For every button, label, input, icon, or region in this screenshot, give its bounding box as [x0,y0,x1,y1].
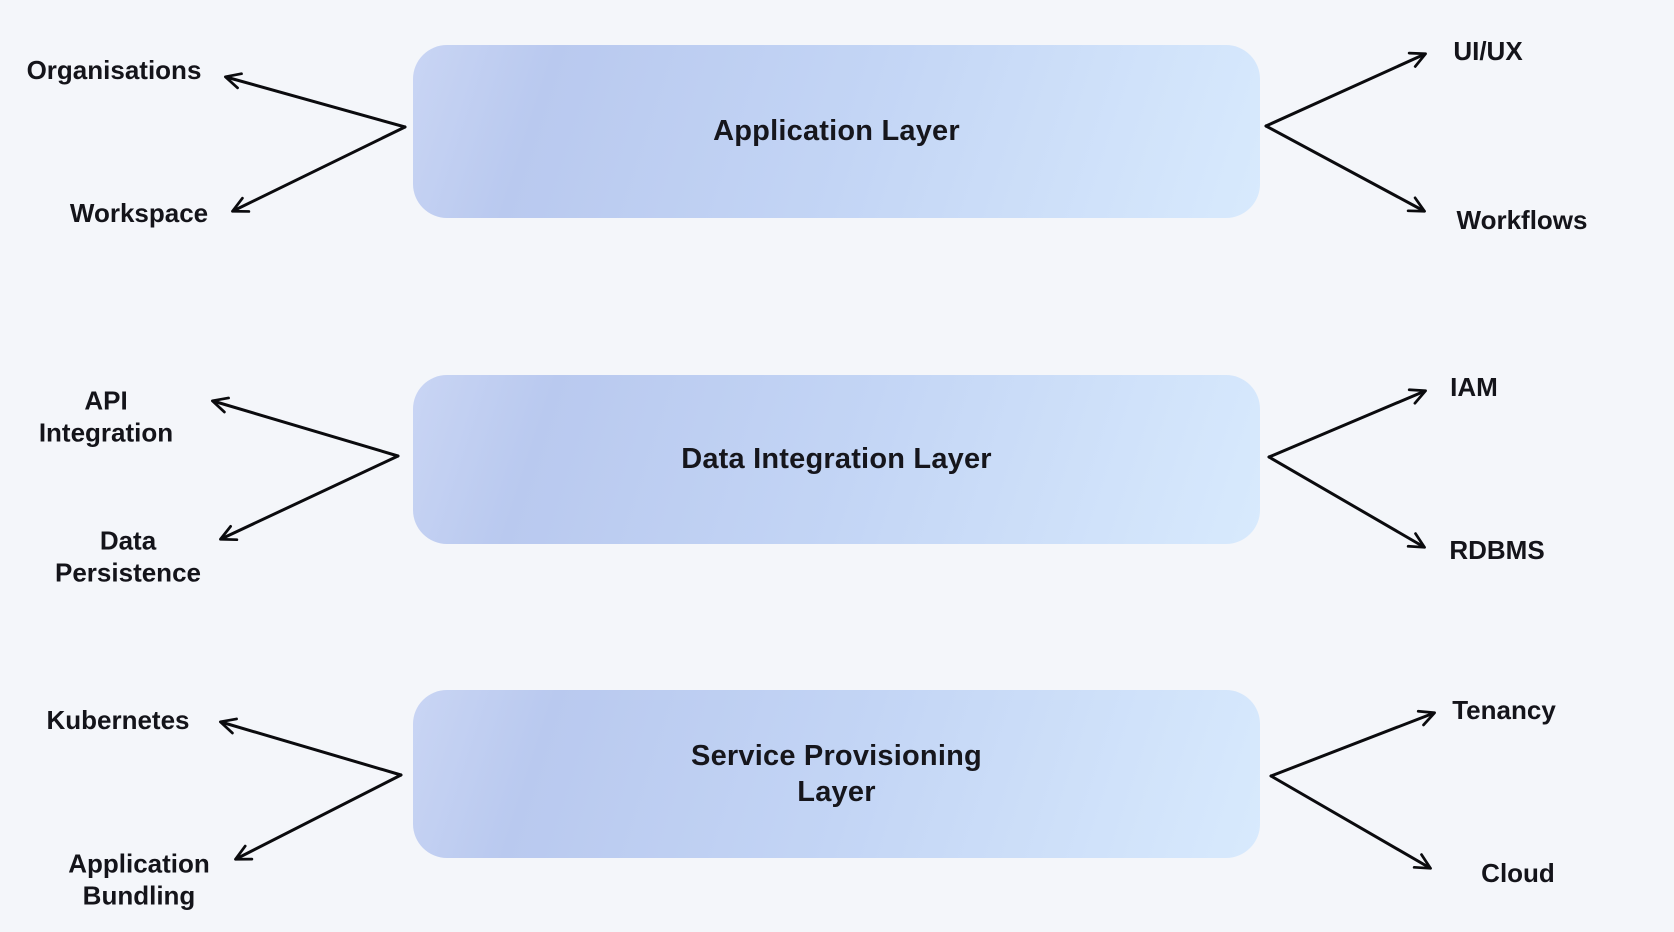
arrow-service-to-application-bundling [234,773,403,861]
label-workflows: Workflows [1456,205,1588,236]
data-integration-layer-box: Data Integration Layer [413,375,1260,544]
service-provisioning-layer-box: Service Provisioning Layer [413,690,1260,858]
label-application-bundling: Application Bundling [68,848,210,910]
data-integration-layer-title: Data Integration Layer [681,443,992,476]
arrow-data-to-data-persistence [219,454,400,542]
label-organisations: Organisations [26,55,202,86]
arrow-service-to-cloud [1269,774,1432,870]
application-layer-box: Application Layer [413,45,1260,218]
label-uiux: UI/UX [1453,36,1523,67]
label-data-persistence: Data Persistence [55,525,201,587]
label-api-integration: API Integration [38,385,174,447]
label-iam: IAM [1450,372,1498,403]
label-rdbms: RDBMS [1449,535,1545,566]
arrow-service-to-tenancy [1269,709,1436,778]
label-workspace: Workspace [69,198,209,229]
arrow-app-to-workspace [231,125,407,213]
label-cloud: Cloud [1481,858,1555,889]
service-provisioning-layer-title: Service Provisioning Layer [691,739,982,808]
label-kubernetes: Kubernetes [46,705,190,736]
label-tenancy: Tenancy [1452,695,1556,726]
arrow-app-to-workflows [1264,124,1426,213]
arrow-app-to-organisations [224,72,407,129]
arrow-app-to-uiux [1264,51,1427,128]
arrow-service-to-kubernetes [219,717,403,777]
arrow-data-to-api-integration [211,396,400,458]
arrow-data-to-rdbms [1267,455,1426,549]
application-layer-title: Application Layer [713,115,960,148]
arrow-data-to-iam [1267,388,1427,459]
